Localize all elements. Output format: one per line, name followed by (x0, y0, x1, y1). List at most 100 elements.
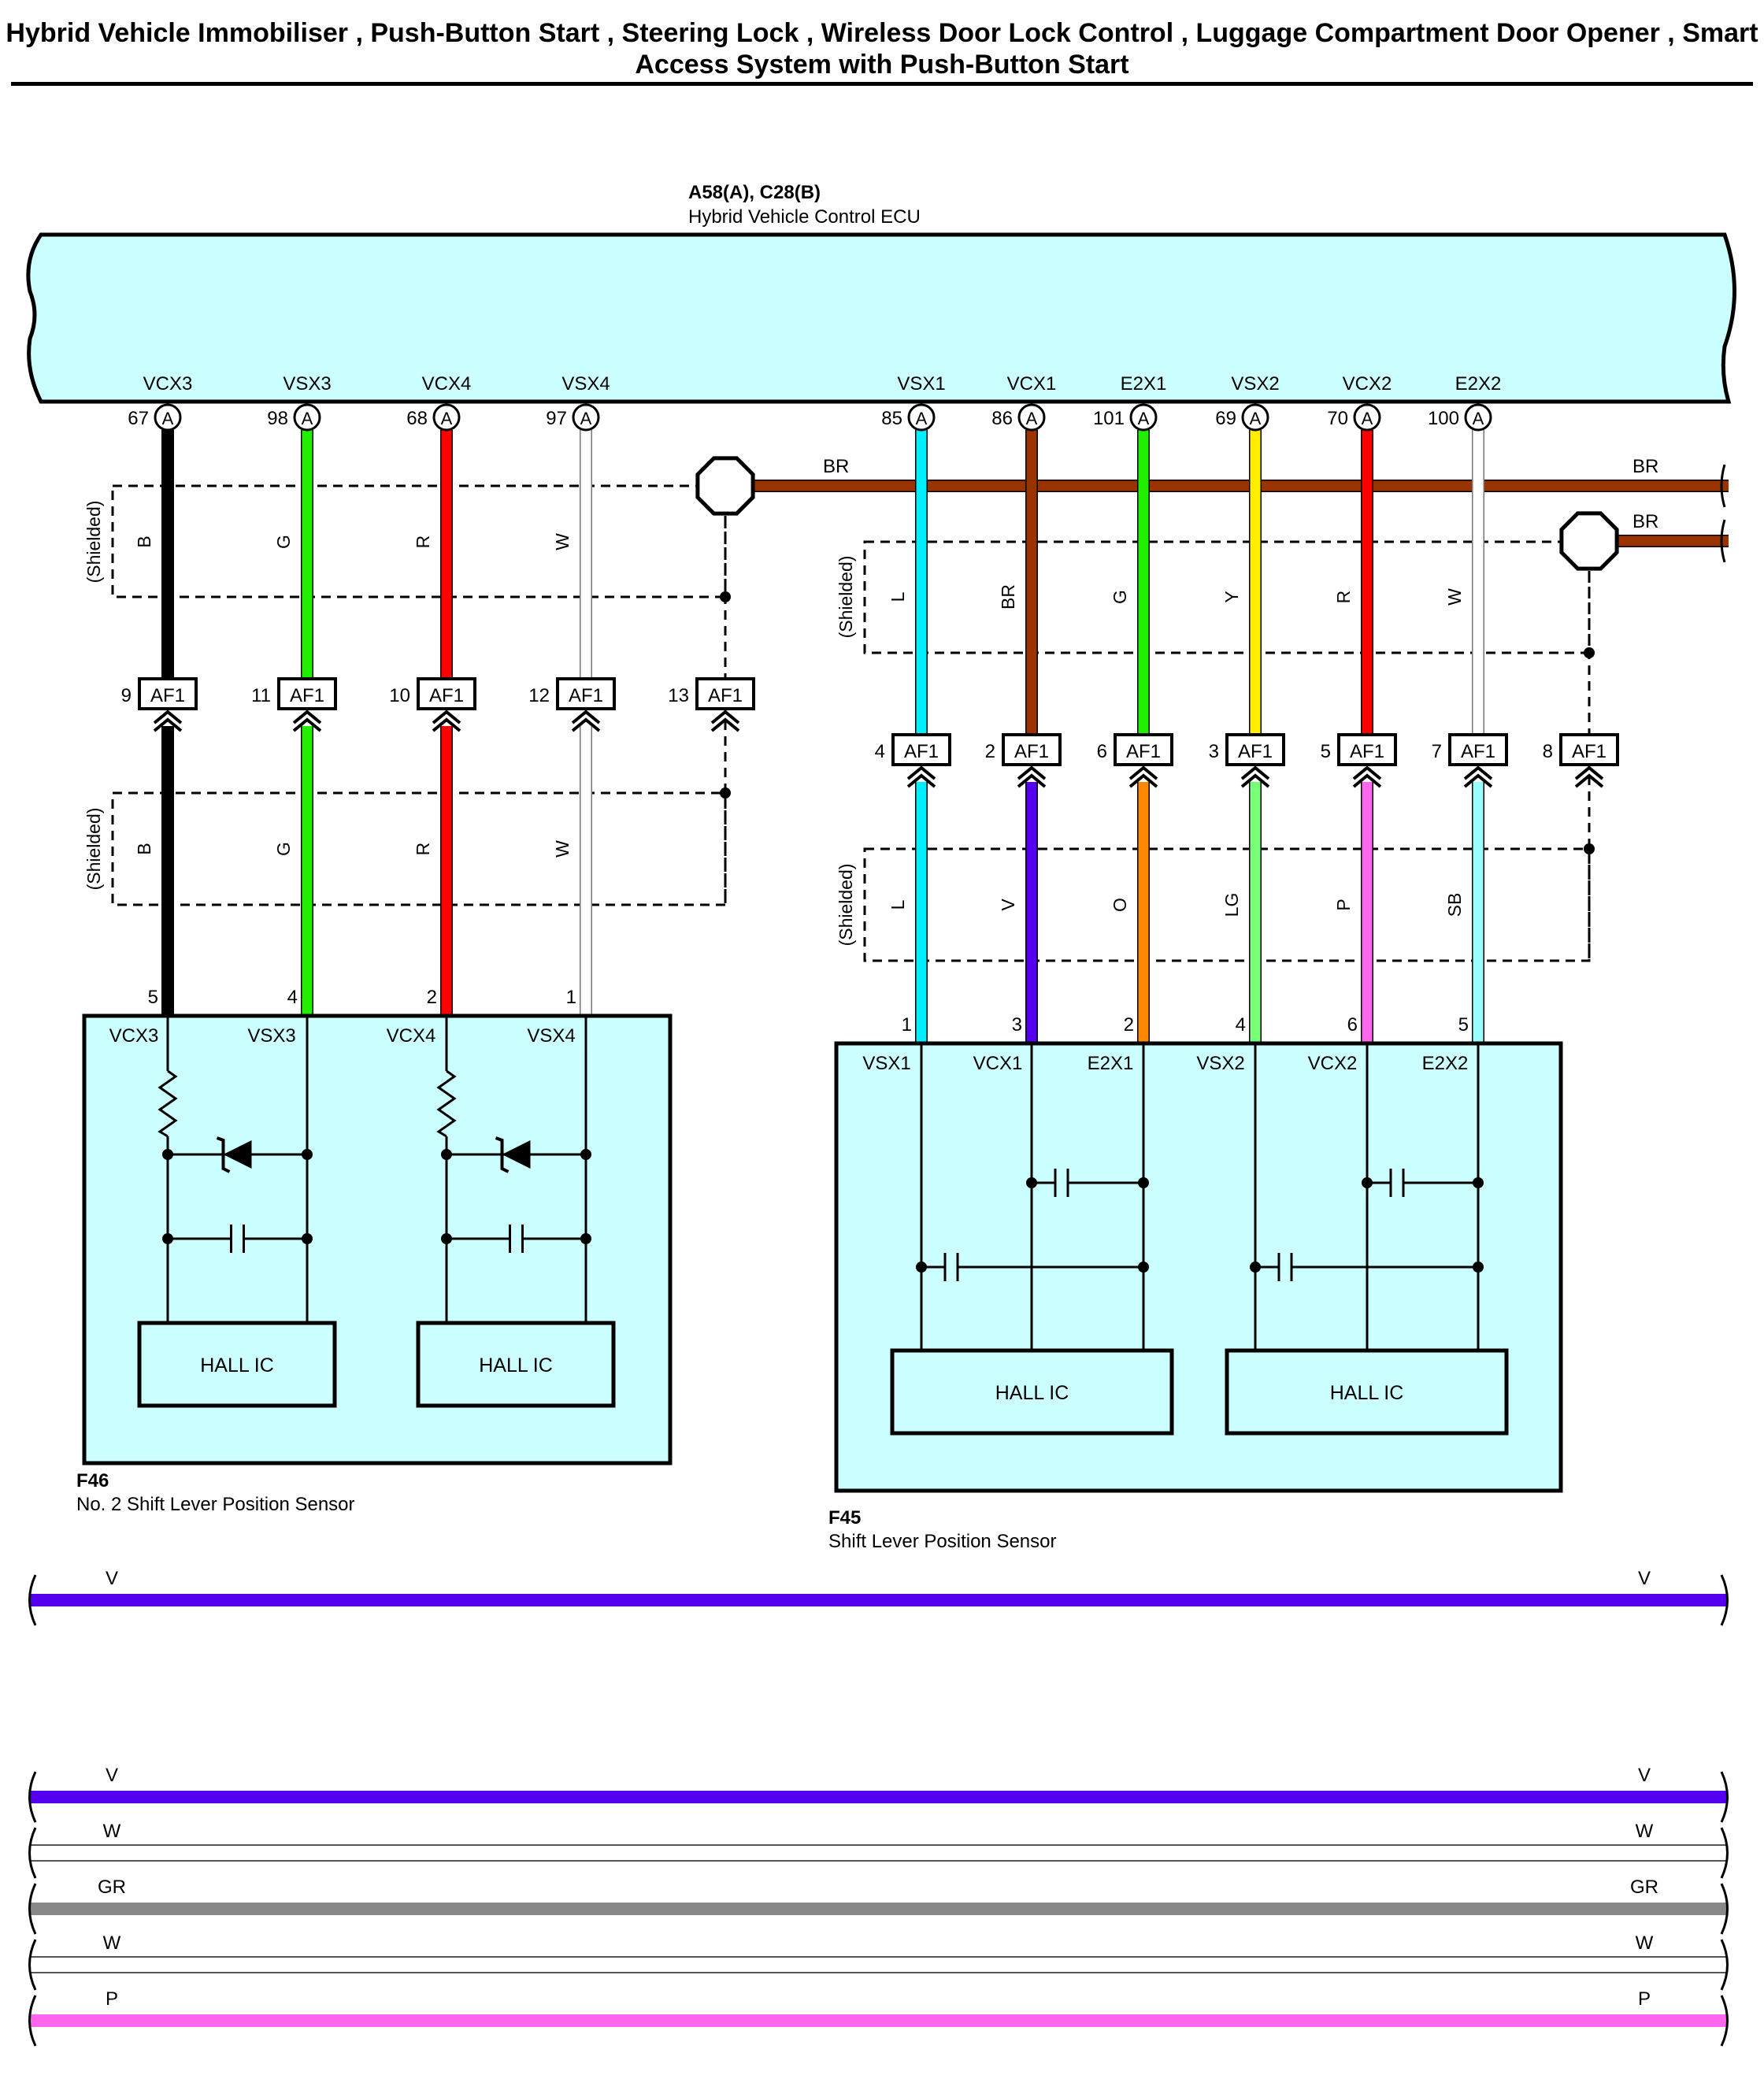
junction-dot (580, 1233, 591, 1244)
left-wire-color-lower: R (413, 843, 433, 856)
ecu-pin-circle (1129, 403, 1158, 432)
break-mark (28, 1939, 37, 1991)
hall-ic-box (416, 1321, 616, 1408)
left-wire-color-upper: B (134, 535, 154, 547)
af1-connector (695, 677, 755, 710)
continuation-wire-color: W (103, 1821, 121, 1842)
ecu-pin-circle (293, 403, 321, 432)
af1-chevron (1352, 765, 1382, 788)
ecu-pin-signal: VCX2 (1343, 373, 1392, 395)
ecu-pin-signal: VCX4 (422, 373, 472, 395)
resistor-symbol (158, 1069, 178, 1138)
junction-dot (1250, 1262, 1261, 1273)
break-mark (28, 1995, 37, 2047)
shield-ground-octagon (695, 456, 755, 516)
zener-bar (216, 1136, 231, 1173)
ecu-pin-connector-letter: A (441, 409, 453, 428)
ecu-pin-connector-letter: A (302, 409, 313, 428)
continuation-wire-color: GR (98, 1877, 126, 1898)
ecu-pin-connector-letter: A (1026, 409, 1038, 428)
continuation-wire-color: V (1638, 1765, 1651, 1786)
break-mark (28, 1883, 37, 1935)
af1-pin-number: 2 (985, 741, 995, 762)
junction-dot (580, 1149, 591, 1160)
hall-ic-box (1225, 1348, 1509, 1436)
ecu-pin-signal: E2X1 (1121, 373, 1167, 395)
ecu-pin-number: 86 (991, 408, 1013, 429)
br-label: BR (1632, 456, 1658, 477)
af1-chevron (1463, 765, 1493, 788)
sensor-f46-pin-label: VCX3 (109, 1025, 159, 1047)
zener-diode-symbol (223, 1140, 252, 1169)
left-wire-color-upper: G (273, 535, 294, 549)
ecu-pin-connector-letter: A (1362, 409, 1373, 428)
sensor-f45-id: F45 (828, 1507, 861, 1528)
right-wire-color-lower: L (888, 899, 908, 910)
ecu-pin-connector-letter: A (916, 409, 928, 428)
junction-dot (162, 1233, 173, 1244)
wire-harness (161, 430, 1729, 1042)
ecu-body (26, 232, 1736, 404)
ecu-pin-connector-letter: A (580, 409, 592, 428)
zener-bar (495, 1136, 510, 1173)
left-sensor-pin-number: 5 (148, 987, 158, 1008)
af1-label: AF1 (708, 685, 743, 706)
continuation-wire-color: P (1638, 1988, 1651, 2010)
sensor-f45-pin-label: VSX1 (862, 1053, 910, 1074)
ecu-pin-number: 85 (881, 408, 902, 429)
af1-chevron (1128, 765, 1158, 788)
hall-ic-label: HALL IC (200, 1354, 274, 1377)
shield-ground-octagon (1559, 511, 1619, 571)
junction-dot (302, 1233, 313, 1244)
break-mark (1720, 1827, 1729, 1879)
shielded-label: (Shielded) (83, 501, 104, 584)
af1-label: AF1 (290, 685, 324, 706)
break-mark (1720, 464, 1726, 508)
shielded-label: (Shielded) (836, 864, 856, 947)
af1-connector (277, 677, 337, 710)
junction-dot (162, 1149, 173, 1160)
af1-connector (1337, 733, 1397, 766)
af1-chevron (1240, 765, 1270, 788)
ecu-connector-id: A58(A), C28(B) (688, 182, 821, 203)
right-wire-color-lower: V (998, 899, 1018, 911)
left-wire-color-upper: W (552, 533, 573, 550)
continuation-wire-color: V (1638, 1568, 1651, 1589)
ecu-pin-signal: VSX4 (561, 373, 610, 395)
break-mark (28, 1771, 37, 1823)
af1-label: AF1 (569, 685, 603, 706)
sensor-f45-name: Shift Lever Position Sensor (828, 1531, 1057, 1552)
sensor-f46-id: F46 (76, 1470, 109, 1491)
continuation-wire-color: P (106, 1988, 118, 2010)
shielded-label: (Shielded) (836, 556, 856, 639)
break-mark (1720, 1939, 1729, 1991)
right-wire-color-lower: SB (1444, 893, 1465, 917)
sensor-f45-pin-label: VSX2 (1196, 1053, 1244, 1074)
connectors (138, 403, 1619, 788)
page-title: Hybrid Vehicle Immobiliser , Push-Button… (6, 18, 1758, 80)
junction-dot (1362, 1177, 1373, 1188)
sensor-f46-name: No. 2 Shift Lever Position Sensor (76, 1494, 355, 1515)
junction-dot (916, 1262, 927, 1273)
shield-boxes (111, 484, 1595, 962)
ecu-pin-circle (1241, 403, 1269, 432)
hall-ic-box (137, 1321, 337, 1408)
af1-connector (1448, 733, 1508, 766)
hall-ic-label: HALL IC (995, 1382, 1069, 1404)
right-sensor-pin-number: 1 (902, 1014, 912, 1036)
ecu-pin-connector-letter: A (1473, 409, 1484, 428)
ecu-pin-signal: VSX2 (1231, 373, 1279, 395)
br-label: BR (823, 456, 849, 477)
diagram-labels: A58(A), C28(B)Hybrid Vehicle Control ECU… (76, 182, 1658, 2010)
ecu-block (26, 232, 1736, 404)
ecu-pin-number: 97 (546, 408, 567, 429)
ecu-pin-circle (154, 403, 182, 432)
ecu-pin-number: 67 (128, 408, 149, 429)
left-wire-color-lower: W (552, 840, 573, 858)
sensor-f46-pin-label: VSX3 (247, 1025, 295, 1047)
ecu-pin-number: 70 (1327, 408, 1348, 429)
right-wire-color-upper: L (888, 591, 908, 602)
ecu-pin-connector-letter: A (1138, 409, 1150, 428)
af1-chevron (432, 710, 461, 732)
right-sensor-pin-number: 3 (1012, 1014, 1022, 1036)
